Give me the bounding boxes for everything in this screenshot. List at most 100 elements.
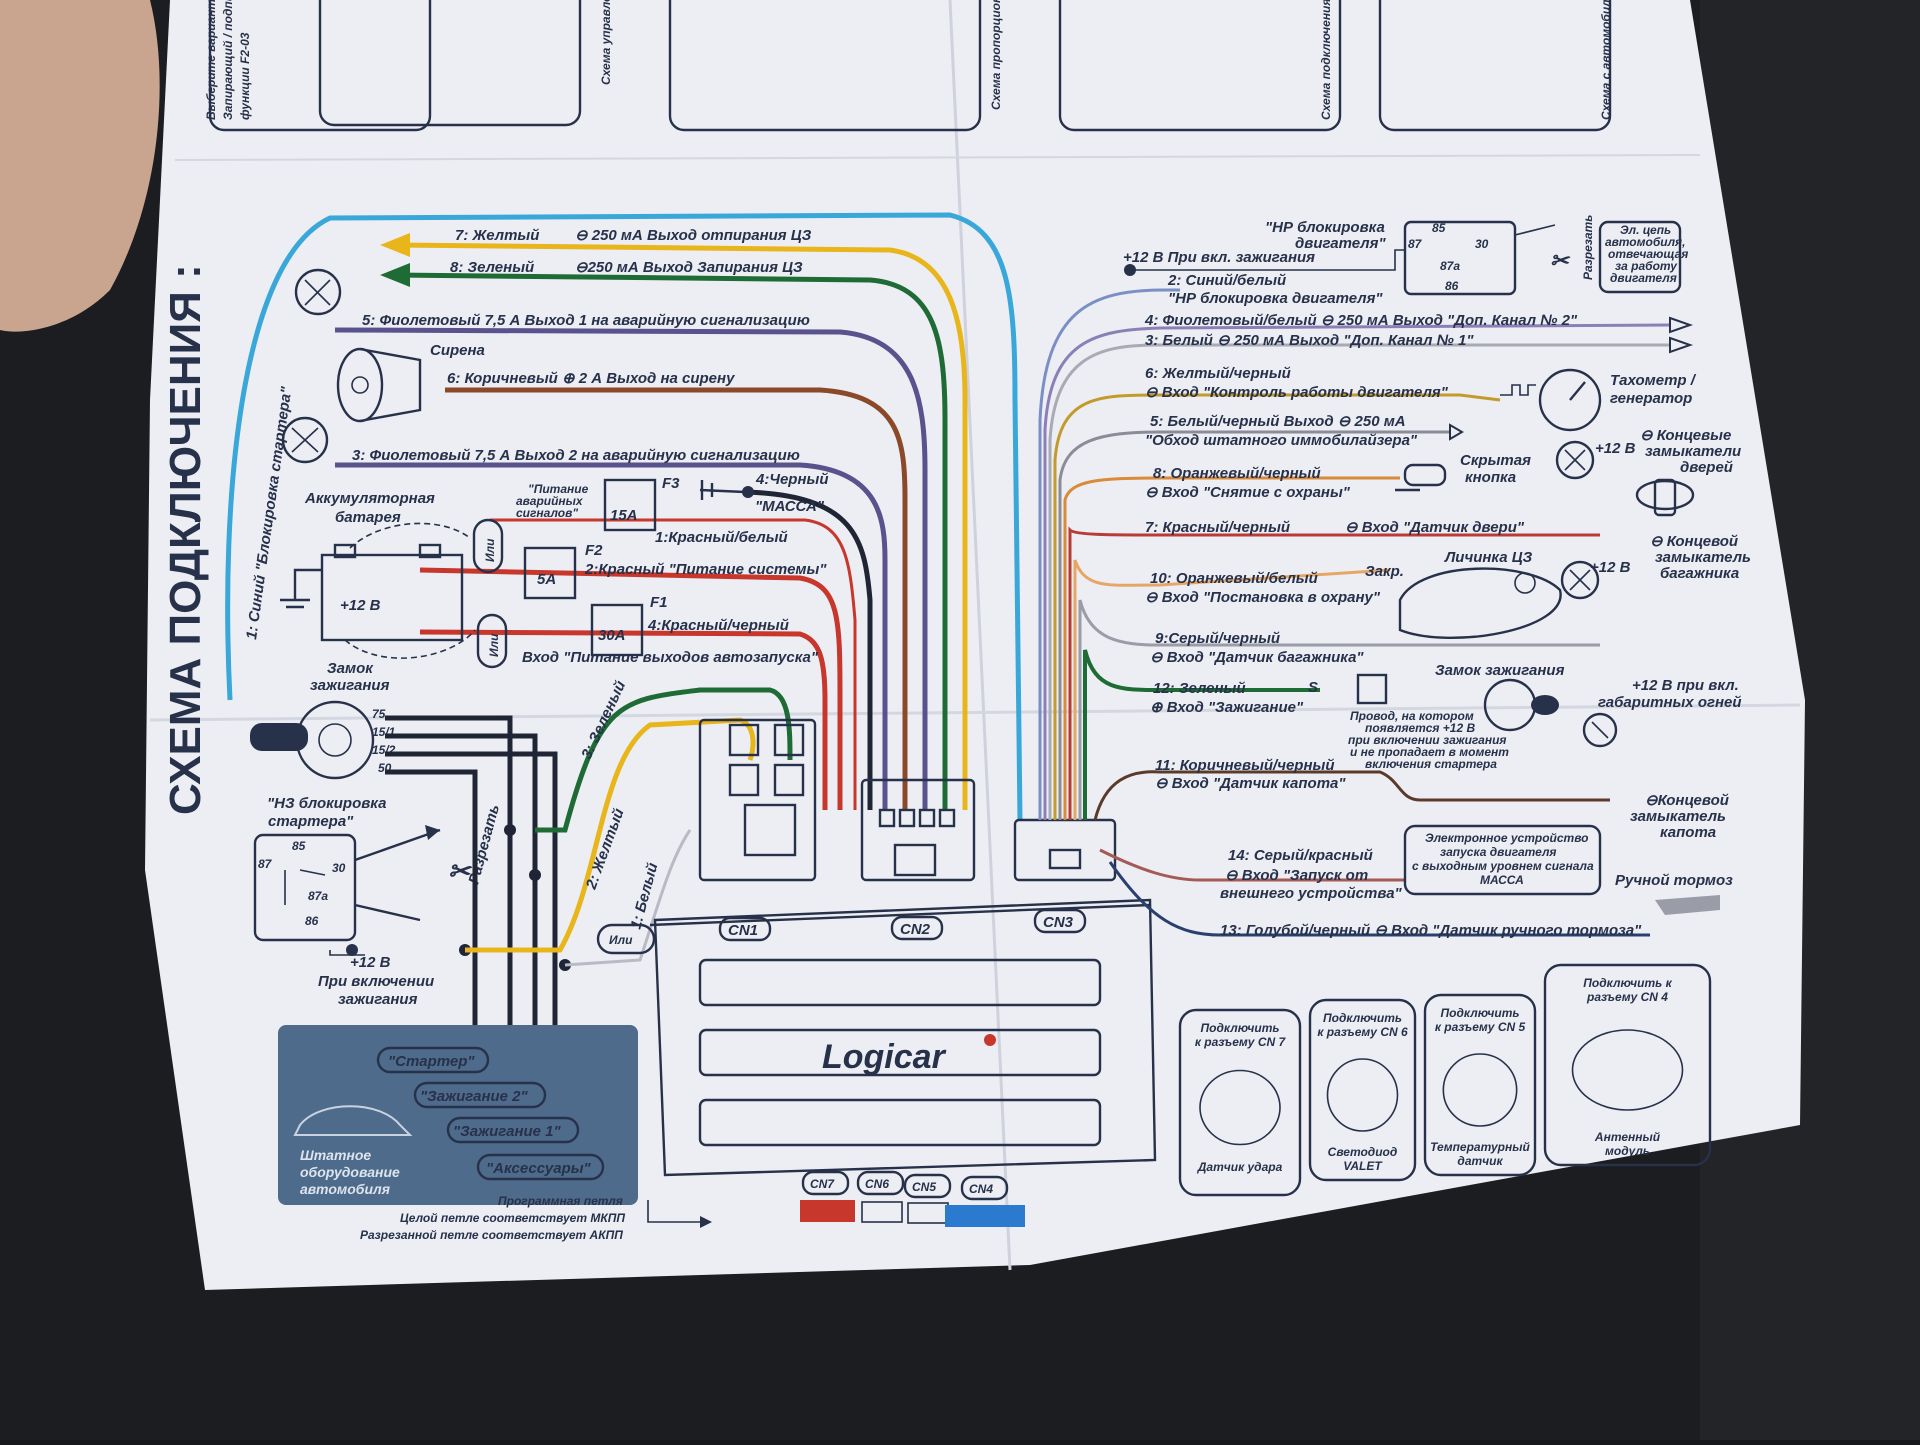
- label-w6: 6: Коричневый ⊕ 2 А Выход на сирену: [447, 370, 735, 387]
- svg-text:"НР блокировка: "НР блокировка: [1265, 219, 1385, 236]
- svg-text:10: Оранжевый/белый: 10: Оранжевый/белый: [1150, 570, 1318, 587]
- svg-text:"МАССА": "МАССА": [755, 498, 825, 515]
- svg-text:капота: капота: [1660, 824, 1716, 841]
- svg-text:7: Красный/черный: 7: Красный/черный: [1145, 519, 1290, 536]
- module-name-label: Температурный: [1430, 1140, 1530, 1154]
- top-title-3: Схема подключения управления с инве: [1319, 0, 1333, 120]
- wire-white-3: [1048, 343, 1670, 820]
- svg-text:Разрезать: Разрезать: [1581, 215, 1595, 280]
- svg-text:2:Красный "Питание системы": 2:Красный "Питание системы": [584, 561, 827, 578]
- svg-text:Штатное: Штатное: [300, 1147, 371, 1163]
- unit-body: [653, 898, 1157, 1177]
- svg-text:F3: F3: [662, 475, 680, 492]
- module-connect-label: к разъему CN 7: [1195, 1035, 1287, 1049]
- wire-orange-white-10: [1073, 559, 1391, 820]
- svg-text:11: Коричневый/черный: 11: Коричневый/черный: [1155, 757, 1335, 774]
- cn4-port: [945, 1205, 1025, 1227]
- arrow-yellow: [380, 233, 410, 257]
- module-device-icon: [1571, 1029, 1684, 1111]
- svg-text:Или: Или: [483, 538, 497, 562]
- svg-text:CN2: CN2: [900, 921, 931, 938]
- door-switch-icon: [1635, 478, 1695, 517]
- wire-green-12: [1083, 649, 1320, 820]
- svg-text:Или: Или: [609, 933, 633, 947]
- svg-text:CN4: CN4: [969, 1182, 993, 1196]
- svg-text:2: Синий/белый: 2: Синий/белый: [1167, 272, 1286, 289]
- module-connect-label: к разъему CN 5: [1435, 1020, 1526, 1034]
- wire-grey-black-9: [1078, 599, 1600, 820]
- svg-text:появляется +12 В: появляется +12 В: [1365, 721, 1475, 735]
- ili-2: [476, 613, 508, 669]
- std-equipment-panel: "Стартер" "Зажигание 2" "Зажигание 1" "А…: [278, 1025, 638, 1205]
- svg-text:с выходным уровнем сигнала: с выходным уровнем сигнала: [1412, 859, 1594, 873]
- svg-text:85: 85: [1432, 221, 1446, 235]
- svg-text:Замок зажигания: Замок зажигания: [1435, 662, 1565, 679]
- svg-text:стартера": стартера": [268, 813, 354, 830]
- svg-text:"Зажигание 2": "Зажигание 2": [420, 1088, 529, 1105]
- svg-text:87: 87: [1408, 237, 1423, 251]
- ext-device-box: [1403, 824, 1602, 896]
- svg-text:замыкатель: замыкатель: [1630, 808, 1726, 825]
- wire-violet-3: [335, 462, 888, 810]
- wire-red-white-1: [490, 518, 857, 810]
- svg-text:и не пропадает в момент: и не пропадает в момент: [1350, 745, 1509, 759]
- top-strip: Выберите вариант подключ. Запирающий / п…: [204, 0, 1613, 132]
- wire-red-black-7: [1068, 526, 1600, 820]
- bulb-2: [281, 416, 329, 464]
- svg-text:F2: F2: [585, 542, 603, 559]
- module-connect-label: Подключить: [1323, 1011, 1402, 1025]
- svg-text:Провод, на котором: Провод, на котором: [1350, 709, 1474, 723]
- left-wire-bundle: [225, 212, 1023, 821]
- svg-text:30: 30: [1475, 237, 1489, 251]
- car-silhouette: [293, 1105, 413, 1136]
- wire-violet-5: [334, 327, 928, 810]
- trunk-bulb-icon: [1560, 560, 1600, 600]
- wire-brown-6: [445, 387, 908, 810]
- svg-text:автомобиля,: автомобиля,: [1605, 235, 1685, 249]
- svg-text:⊖ Вход "Запуск от: ⊖ Вход "Запуск от: [1225, 867, 1368, 884]
- panel-bg: [278, 1025, 638, 1205]
- module-device-icon: [1442, 1053, 1518, 1127]
- svg-text:⊖ Вход "Контроль работы двига: ⊖ Вход "Контроль работы двигателя": [1145, 384, 1449, 401]
- svg-text:аварийных: аварийных: [516, 494, 584, 508]
- top-title-1: Схема управле: [599, 0, 613, 85]
- svg-text:⊖ Вход "Снятие с охраны": ⊖ Вход "Снятие с охраны": [1145, 484, 1351, 501]
- svg-text:Электронное устройство: Электронное устройство: [1425, 831, 1588, 845]
- svg-text:зажигания: зажигания: [338, 991, 418, 1008]
- svg-text:запуска двигателя: запуска двигателя: [1440, 845, 1557, 859]
- fuse-f3: [603, 478, 657, 532]
- svg-text:багажника: багажника: [1660, 565, 1739, 582]
- svg-text:кнопка: кнопка: [1465, 469, 1516, 486]
- harness-50: [385, 769, 478, 1060]
- svg-text:86: 86: [1445, 279, 1459, 293]
- module-name-label: Антенный: [1594, 1130, 1661, 1144]
- wire-violet-white-4: [1043, 323, 1671, 820]
- svg-text:МАССА: МАССА: [1480, 873, 1524, 887]
- connector-cn1: [698, 718, 817, 882]
- ili-3: [596, 923, 656, 955]
- svg-text:15A: 15A: [610, 507, 638, 524]
- battery-title-1: Аккумуляторная: [304, 490, 435, 507]
- svg-text:87: 87: [258, 857, 273, 871]
- wire-red-black-4: [419, 629, 828, 810]
- svg-text:"Питание: "Питание: [528, 482, 589, 496]
- svg-text:внешнего устройства": внешнего устройства": [1220, 885, 1403, 902]
- svg-text:Или: Или: [487, 633, 501, 657]
- bulb-1: [294, 268, 342, 316]
- connector-cn2: [860, 778, 976, 882]
- harness-15-2: [385, 751, 558, 1105]
- wire-black-4: [744, 489, 873, 810]
- harness-75: [385, 715, 513, 1040]
- svg-text:+12 В при вкл.: +12 В при вкл.: [1632, 677, 1739, 694]
- door-lock-cylinder-icon: [1398, 567, 1562, 640]
- svg-text:замыкатель: замыкатель: [1655, 549, 1751, 566]
- svg-text:+12 В: +12 В: [1590, 559, 1631, 576]
- tachometer-icon: [1500, 368, 1602, 432]
- module-name-label: модуль: [1605, 1144, 1650, 1158]
- module-name-label: датчик: [1457, 1154, 1503, 1168]
- svg-text:⊕ Вход "Зажигание": ⊕ Вход "Зажигание": [1150, 699, 1304, 716]
- svg-text:двигателя": двигателя": [1295, 235, 1386, 252]
